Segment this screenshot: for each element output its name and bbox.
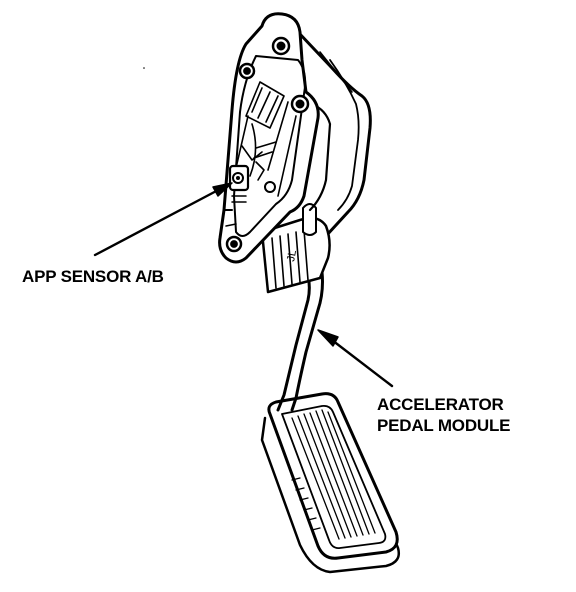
stray-dot — [143, 67, 145, 69]
app-sensor-connector — [228, 145, 265, 203]
app-sensor-label: APP SENSOR A/B — [22, 266, 164, 287]
pedal-module-label-line1: ACCELERATOR — [377, 395, 504, 414]
sensor-plate — [218, 12, 320, 264]
leader-pedal-module — [317, 329, 394, 388]
svg-text:JL: JL — [285, 249, 299, 263]
pedal-module-label: ACCELERATOR PEDAL MODULE — [377, 394, 510, 436]
app-sensor-label-text: APP SENSOR A/B — [22, 267, 164, 286]
leader-app-sensor — [93, 182, 233, 257]
pedal-housing: JL — [260, 30, 372, 294]
pedal-pad — [260, 392, 400, 574]
pedal-module-label-line2: PEDAL MODULE — [377, 416, 511, 435]
